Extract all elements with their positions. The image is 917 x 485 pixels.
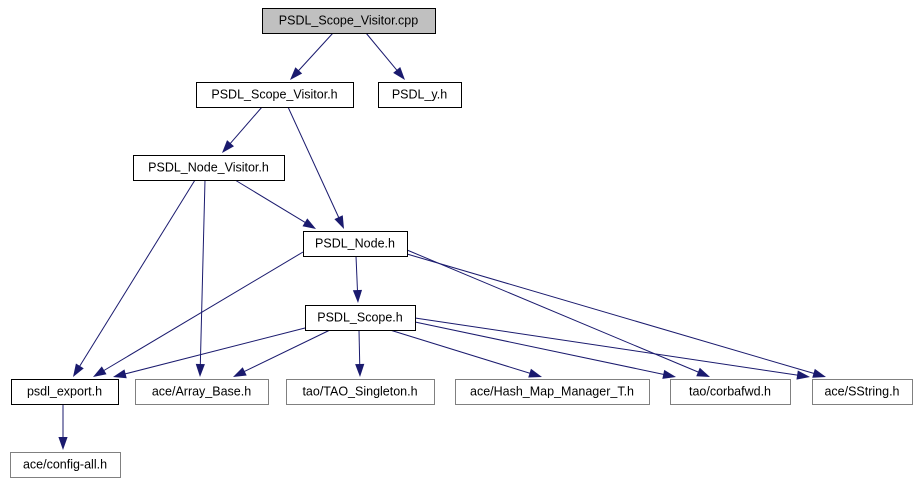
- node-label: PSDL_y.h: [392, 87, 447, 101]
- edge-arrowhead: [334, 215, 344, 229]
- edge-arrowhead: [662, 369, 676, 379]
- node-psdl_node_h[interactable]: PSDL_Node.h: [303, 231, 408, 257]
- node-label: ace/SString.h: [824, 384, 899, 398]
- node-tao_corbafwd_h[interactable]: tao/corbafwd.h: [670, 379, 791, 405]
- edge-line: [199, 179, 206, 367]
- edge-psdl_node_visitor_h-to-psdl_export_h: [73, 179, 196, 377]
- edge-arrowhead: [352, 289, 363, 303]
- node-psdl_export_h[interactable]: psdl_export.h: [11, 379, 119, 405]
- node-box[interactable]: [262, 8, 436, 34]
- edge-arrowhead: [812, 368, 826, 378]
- node-box[interactable]: [10, 452, 121, 478]
- node-ace_hash_map_manager_t_h[interactable]: ace/Hash_Map_Manager_T.h: [455, 379, 650, 405]
- node-box[interactable]: [812, 379, 913, 405]
- edge-arrowhead: [696, 367, 710, 377]
- nodes-layer: PSDL_Scope_Visitor.cppPSDL_Scope_Visitor…: [10, 8, 913, 478]
- edge-line: [297, 32, 334, 73]
- node-label: ace/Array_Base.h: [152, 384, 251, 398]
- edge-line: [123, 327, 306, 375]
- edge-psdl_node_h-to-psdl_scope_h: [352, 255, 363, 303]
- edge-line: [287, 106, 340, 220]
- edge-line: [228, 106, 263, 146]
- edge-psdl_scope_h-to-tao_tao_singleton_h: [355, 329, 365, 377]
- edge-arrowhead: [393, 67, 405, 80]
- node-label: PSDL_Scope.h: [317, 310, 403, 324]
- edge-psdl_node_h-to-ace_sstring_h: [406, 253, 826, 378]
- edge-psdl_scope_h-to-ace_hash_map_manager_t_h: [389, 329, 542, 378]
- edge-arrowhead: [195, 363, 205, 377]
- node-label: psdl_export.h: [27, 384, 102, 398]
- edge-arrowhead: [73, 363, 84, 377]
- edge-psdl_scope_h-to-ace_array_base_h: [233, 329, 331, 377]
- node-label: PSDL_Node_Visitor.h: [148, 160, 269, 174]
- edge-arrowhead: [113, 369, 127, 379]
- edge-line: [355, 255, 359, 293]
- edge-psdl_export_h-to-ace_config_all_h: [58, 404, 68, 450]
- node-label: PSDL_Node.h: [315, 236, 395, 250]
- edge-line: [389, 329, 532, 375]
- node-box[interactable]: [303, 231, 408, 257]
- edge-line: [78, 179, 196, 368]
- edge-arrowhead: [528, 368, 542, 378]
- node-box[interactable]: [135, 379, 269, 405]
- edge-arrowhead: [290, 67, 303, 80]
- edge-line: [414, 317, 800, 376]
- edge-arrowhead: [302, 218, 316, 229]
- node-box[interactable]: [378, 82, 462, 108]
- edge-line: [406, 249, 701, 374]
- edge-psdl_scope_visitor_cpp-to-psdl_y_h: [365, 32, 405, 80]
- node-psdl_y_h[interactable]: PSDL_y.h: [378, 82, 462, 108]
- edge-arrowhead: [796, 370, 810, 380]
- node-label: PSDL_Scope_Visitor.cpp: [279, 13, 418, 27]
- edge-line: [102, 251, 304, 372]
- edge-psdl_scope_visitor_h-to-psdl_node_h: [287, 106, 344, 229]
- edge-psdl_scope_visitor_h-to-psdl_node_visitor_h: [222, 106, 263, 153]
- node-ace_sstring_h[interactable]: ace/SString.h: [812, 379, 913, 405]
- edge-psdl_scope_h-to-tao_corbafwd_h: [414, 321, 676, 379]
- edge-psdl_node_visitor_h-to-psdl_node_h: [234, 179, 316, 229]
- edge-arrowhead: [222, 140, 235, 153]
- edge-arrowhead: [58, 437, 68, 450]
- edge-psdl_scope_h-to-ace_sstring_h: [414, 317, 810, 380]
- edge-psdl_scope_visitor_cpp-to-psdl_scope_visitor_h: [290, 32, 334, 80]
- node-ace_array_base_h[interactable]: ace/Array_Base.h: [135, 379, 269, 405]
- node-psdl_scope_h[interactable]: PSDL_Scope.h: [305, 305, 416, 331]
- edges-layer: [58, 32, 826, 450]
- node-ace_config_all_h[interactable]: ace/config-all.h: [10, 452, 121, 478]
- edge-arrowhead: [355, 363, 365, 377]
- node-label: tao/corbafwd.h: [689, 384, 771, 398]
- node-box[interactable]: [11, 379, 119, 405]
- edge-line: [358, 329, 361, 367]
- edge-line: [242, 329, 331, 373]
- edge-line: [234, 179, 307, 224]
- node-psdl_node_visitor_h[interactable]: PSDL_Node_Visitor.h: [133, 155, 285, 181]
- edge-line: [406, 253, 816, 375]
- node-box[interactable]: [670, 379, 791, 405]
- node-box[interactable]: [455, 379, 650, 405]
- edge-psdl_node_h-to-tao_corbafwd_h: [406, 249, 710, 377]
- edge-arrowhead: [93, 366, 107, 377]
- node-label: tao/TAO_Singleton.h: [302, 384, 417, 398]
- edge-arrowhead: [233, 367, 247, 377]
- node-label: ace/config-all.h: [23, 457, 107, 471]
- edge-line: [414, 321, 666, 376]
- node-box[interactable]: [196, 82, 354, 108]
- node-psdl_scope_visitor_h[interactable]: PSDL_Scope_Visitor.h: [196, 82, 354, 108]
- edge-psdl_scope_h-to-psdl_export_h: [113, 327, 306, 379]
- node-box[interactable]: [305, 305, 416, 331]
- node-box[interactable]: [133, 155, 285, 181]
- node-box[interactable]: [286, 379, 435, 405]
- node-tao_tao_singleton_h[interactable]: tao/TAO_Singleton.h: [286, 379, 435, 405]
- node-label: ace/Hash_Map_Manager_T.h: [470, 384, 634, 398]
- node-label: PSDL_Scope_Visitor.h: [211, 87, 337, 101]
- edge-psdl_node_visitor_h-to-ace_array_base_h: [195, 179, 206, 377]
- edge-line: [365, 32, 399, 72]
- node-psdl_scope_visitor_cpp[interactable]: PSDL_Scope_Visitor.cpp: [262, 8, 436, 34]
- edge-psdl_node_h-to-psdl_export_h: [93, 251, 304, 377]
